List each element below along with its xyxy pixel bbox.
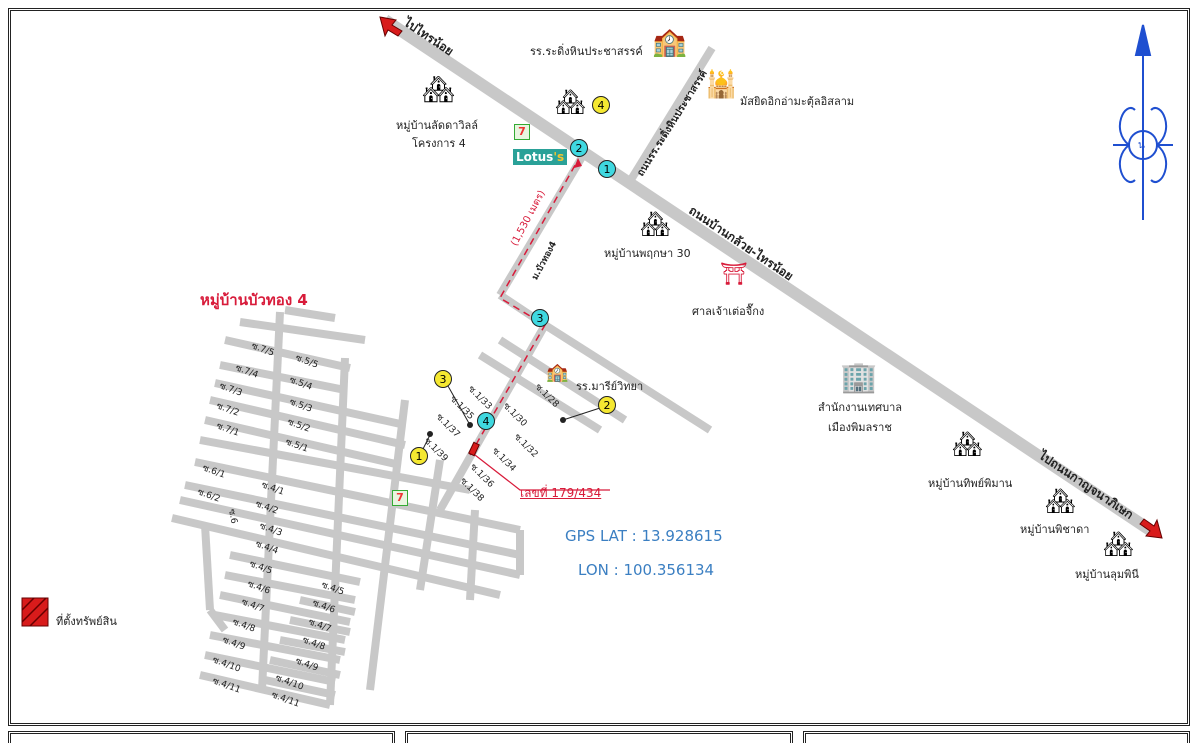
map-frame	[8, 8, 1190, 726]
shrine-icon: ⛩	[720, 262, 748, 287]
soi-label: ซ.6	[226, 508, 239, 525]
photo-marker-cyan[interactable]: 4	[477, 412, 495, 430]
village-house-icon: 🏘	[1103, 530, 1134, 558]
school-flag-icon: 🏫	[546, 362, 569, 383]
property-marker	[468, 441, 480, 457]
lumphini-label: หมู่บ้านลุมพินี	[1075, 568, 1139, 581]
school-radinghin-label: รร.ระดิ่งหินประชาสรรค์	[530, 45, 643, 58]
thipphiman-label: หมู่บ้านทิพย์พิมาน	[928, 477, 1013, 490]
pruksa-label: หมู่บ้านพฤกษา 30	[604, 247, 691, 260]
village-house-icon: 🏘	[952, 430, 983, 458]
gps-lon: LON : 100.356134	[578, 561, 715, 579]
route-dashed-line	[469, 159, 579, 456]
route-arrowhead-icon	[574, 158, 582, 168]
ladawan-project-label: โครงการ 4	[412, 137, 466, 150]
village-house-icon: 🏘	[422, 75, 456, 105]
gps-lat: GPS LAT : 13.928615	[565, 527, 723, 545]
mosque-label: มัสยิดอิกอ่ามะตุ้ลอิสลาม	[740, 95, 855, 108]
photo-marker-yellow[interactable]: 3	[434, 370, 452, 388]
lotus-logo: Lotus's	[513, 149, 568, 165]
village-house-icon: 🏘	[555, 88, 586, 116]
arrow-to-sainoi-icon	[379, 16, 403, 38]
office-building-icon: 🏢	[840, 360, 878, 395]
main-road	[381, 15, 1154, 535]
photo-marker-yellow[interactable]: 2	[598, 396, 616, 414]
property-address: เลขที่ 179/434	[520, 486, 602, 500]
shrine-label: ศาลเจ้าเต่อจื๊กง	[692, 305, 765, 318]
address-leader	[474, 454, 610, 491]
compass-icon	[1113, 24, 1173, 220]
mari-school-label: รร.มารีย์วิทยา	[576, 380, 644, 393]
photo-marker-yellow[interactable]: 1	[410, 447, 428, 465]
school-flag-icon: 🏫	[652, 25, 687, 58]
municipality-label: สำนักงานเทศบาล	[818, 401, 903, 414]
compass-north-label: น	[1138, 140, 1145, 151]
arrow-to-kanchanaphisek-icon	[1139, 518, 1163, 539]
mosque-icon: 🕌	[705, 70, 738, 100]
photo-marker-cyan[interactable]: 3	[531, 309, 549, 327]
seven-eleven-icon: 7	[514, 124, 530, 140]
bottom-panels	[8, 731, 1190, 743]
photo-marker-yellow[interactable]: 4	[592, 96, 610, 114]
seven-eleven-icon: 7	[392, 490, 408, 506]
ladawan-label: หมู่บ้านลัดดาวิลล์	[396, 119, 479, 132]
village-house-icon: 🏘	[1045, 487, 1076, 515]
legend-property-label: ที่ตั้งทรัพย์สิน	[56, 615, 117, 628]
village-house-icon: 🏘	[640, 210, 671, 238]
photo-marker-cyan[interactable]: 2	[570, 139, 588, 157]
village-title: หมู่บ้านบัวทอง 4	[200, 291, 308, 309]
municipality-label-2: เมืองพิมลราช	[828, 421, 892, 434]
photo-marker-cyan[interactable]: 1	[598, 160, 616, 178]
phichada-label: หมู่บ้านพิชาดา	[1020, 523, 1090, 536]
